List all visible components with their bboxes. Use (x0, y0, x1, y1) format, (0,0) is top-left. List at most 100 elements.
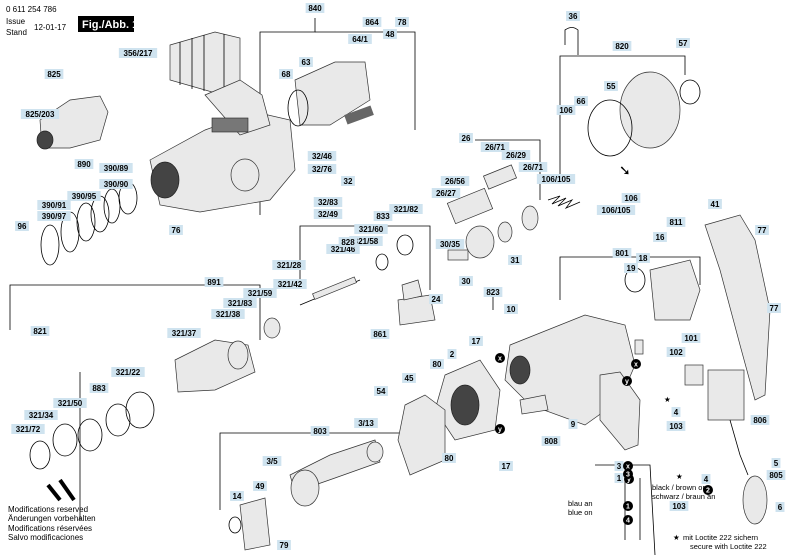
callout-label-background (708, 199, 722, 209)
footer-note-en: Modifications reserved (8, 505, 88, 514)
callout-label-background (435, 239, 465, 249)
callout-label-background (37, 200, 71, 210)
callout-label-background (556, 105, 576, 115)
group-brackets (9, 18, 701, 520)
callout-label: 883 (89, 383, 109, 393)
callout-label-text: 891 (207, 278, 221, 287)
callout-label-background (374, 386, 388, 396)
callout-label-text: 808 (544, 437, 558, 446)
callout-label-background (338, 237, 358, 247)
callout-label-text: 30 (462, 277, 471, 286)
callout-label: 77 (755, 225, 769, 235)
callout-label-background (305, 3, 325, 13)
callout-label: 321/58 (349, 236, 383, 246)
loctite-star-icon: ★ (673, 533, 680, 542)
callout-label-text: 106/105 (542, 175, 571, 184)
callout-label-text: 321/60 (359, 225, 384, 234)
callout-label: 64/1 (348, 34, 372, 44)
callout-label: 321/34 (24, 410, 58, 420)
callout-label-text: 3 (617, 462, 622, 471)
callout-label-background (681, 333, 701, 343)
callout-label: 5 (771, 458, 781, 468)
callout-label: 2 (447, 349, 457, 359)
callout-label-background (395, 17, 409, 27)
callout-label-text: 103 (669, 422, 683, 431)
callout-label-text: 80 (445, 454, 454, 463)
callout-label-background (167, 328, 201, 338)
circled-symbol: 3 (626, 472, 630, 479)
callout-label-text: 19 (627, 264, 636, 273)
star-icon: ★ (676, 472, 683, 481)
callout-label-background (326, 244, 360, 254)
callout-label-text: 321/22 (116, 368, 141, 377)
callout-label: 356/217 (118, 48, 158, 58)
circled-symbol-disc (623, 501, 633, 511)
callout-label-text: 4 (674, 408, 679, 417)
callout-label-background (469, 336, 483, 346)
callout-label-text: 321/46 (331, 245, 356, 254)
callout-label: 16 (653, 232, 667, 242)
callout-label: 811 (666, 217, 686, 227)
callout-label-background (612, 248, 632, 258)
callout-label-background (67, 191, 101, 201)
circled-symbol: 4 (626, 518, 630, 525)
callout-label-text: 77 (758, 226, 767, 235)
callout-label-background (89, 383, 109, 393)
callout-label-text: 825/203 (26, 110, 55, 119)
callout-label-text: 26/56 (445, 177, 466, 186)
callout-label: 63 (299, 57, 313, 67)
callout-label-background (666, 421, 686, 431)
callout-label: 103 (669, 501, 689, 511)
callout-label-background (74, 159, 94, 169)
callout-label-background (279, 69, 293, 79)
callout-label: 80 (430, 359, 444, 369)
callout-label: 823 (483, 287, 503, 297)
callout-label: 864 (362, 17, 382, 27)
callout-label-text: 356/217 (124, 49, 153, 58)
callout-label-text: 16 (656, 233, 665, 242)
footer-note-de: Änderungen vorbehalten (8, 514, 96, 523)
callout-label-background (204, 277, 224, 287)
circled-symbol: x (626, 464, 630, 471)
callout-label-text: 31 (511, 256, 520, 265)
callout-label-text: 321/28 (277, 261, 302, 270)
callout-label-background (111, 367, 145, 377)
callout-label-background (253, 481, 267, 491)
stand-label: Stand (6, 28, 27, 37)
callout-label: 26/56 (440, 176, 470, 186)
callout-label-background (24, 410, 58, 420)
callout-label-text: 32/76 (312, 165, 333, 174)
callout-label-background (349, 236, 383, 246)
callout-label-background (307, 151, 337, 161)
callout-label-text: 77 (770, 304, 779, 313)
callout-label: 96 (15, 221, 29, 231)
callout-label-background (389, 204, 423, 214)
callout-label-text: 106 (559, 106, 573, 115)
callout-label: 321/83 (223, 298, 257, 308)
callout-label-text: 864 (365, 18, 379, 27)
callout-label-text: 3/13 (358, 419, 374, 428)
callout-label: 321/22 (111, 367, 145, 377)
callout-label: 17 (469, 336, 483, 346)
callout-label-text: 102 (669, 348, 683, 357)
callout-label-text: 3/5 (266, 457, 278, 466)
callout-label: 890 (74, 159, 94, 169)
callout-label: 390/95 (67, 191, 101, 201)
callout-label-text: 321/72 (16, 425, 41, 434)
callout-label-background (596, 205, 636, 215)
callout-label: 45 (402, 373, 416, 383)
callout-label-text: 101 (684, 334, 698, 343)
callout-label-background (310, 426, 330, 436)
callout-label-background (483, 287, 503, 297)
callout-label-text: 390/91 (42, 201, 67, 210)
callout-label-background (44, 69, 64, 79)
callout-label: 106/105 (536, 174, 576, 184)
callout-label-background (666, 217, 686, 227)
callout-label-text: 66 (577, 97, 586, 106)
callout-label: 390/91 (37, 200, 71, 210)
callout-label: 26/29 (501, 150, 531, 160)
callout-label-background (431, 188, 461, 198)
callout-label-text: 321/59 (248, 289, 273, 298)
callout-label-background (566, 11, 580, 21)
callout-label-background (504, 304, 518, 314)
